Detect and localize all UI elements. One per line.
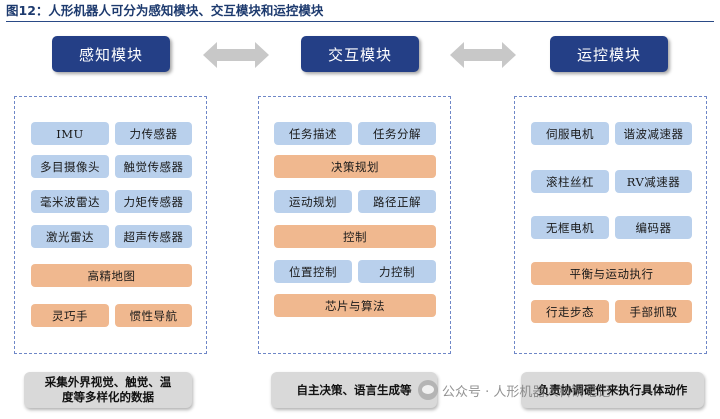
perception-panel: IMU 力传感器 多目摄像头 触觉传感器 毫米波雷达 力矩传感器 激光雷达 超声… [14,96,207,354]
chip-dexterous-hand: 灵巧手 [31,304,109,327]
watermark: 公众号 · 人形机器人科研笔记 [418,378,610,402]
chip-path-solution: 路径正解 [358,190,436,213]
motion-summary: 负责协调硬件来执行具体动作 [521,372,704,408]
double-arrow-icon [203,42,269,68]
chip-control: 控制 [274,225,436,248]
motion-panel: 伺服电机 谐波减速器 滚柱丝杠 RV减速器 无框电机 编码器 平衡与运动执行 行… [514,96,707,354]
perception-module-header: 感知模块 [52,36,170,72]
chip-multi-camera: 多目摄像头 [31,155,109,178]
chip-roller-screw: 滚柱丝杠 [531,170,609,193]
interaction-panel: 任务描述 任务分解 决策规划 运动规划 路径正解 控制 位置控制 力控制 芯片与… [258,96,451,354]
chip-task-decomposition: 任务分解 [358,122,436,145]
chip-force-control: 力控制 [358,260,436,283]
chip-servo-motor: 伺服电机 [531,122,609,145]
interaction-module-header: 交互模块 [301,36,419,72]
chip-lidar: 激光雷达 [31,225,109,248]
chip-motion-planning: 运动规划 [274,190,352,213]
perception-summary-line-2: 度等多样化的数据 [62,390,154,404]
perception-summary-line-1: 采集外界视觉、触觉、温 [44,375,172,389]
chip-walking-gait: 行走步态 [531,300,609,323]
chip-inertial-navigation: 惯性导航 [115,304,192,327]
chip-encoder: 编码器 [615,216,692,239]
chip-harmonic-reducer: 谐波减速器 [615,122,692,145]
chip-hand-grasping: 手部抓取 [615,300,692,323]
chip-torque-sensor: 力矩传感器 [115,190,192,213]
chip-frameless-motor: 无框电机 [531,216,609,239]
chip-tactile-sensor: 触觉传感器 [115,155,192,178]
perception-summary: 采集外界视觉、触觉、温 度等多样化的数据 [24,372,192,408]
watermark-text: 公众号 · 人形机器人科研笔记 [442,384,611,400]
interaction-summary: 自主决策、语言生成等 [271,372,437,408]
motion-module-header: 运控模块 [550,36,668,72]
chip-rv-reducer: RV减速器 [615,170,692,193]
double-arrow-icon [450,42,516,68]
chip-mmwave-radar: 毫米波雷达 [31,190,109,213]
chip-imu: IMU [31,122,109,145]
chip-hd-map: 高精地图 [31,264,192,287]
chip-position-control: 位置控制 [274,260,352,283]
figure-title: 图12：人形机器人可分为感知模块、交互模块和运控模块 [6,2,714,22]
chip-balance-execution: 平衡与运动执行 [531,262,692,285]
chip-decision-planning: 决策规划 [274,155,436,178]
chip-task-description: 任务描述 [274,122,352,145]
chip-chips-algorithms: 芯片与算法 [274,294,436,317]
wechat-logo-icon [418,380,438,400]
chip-force-sensor: 力传感器 [115,122,192,145]
chip-ultrasonic-sensor: 超声传感器 [115,225,192,248]
